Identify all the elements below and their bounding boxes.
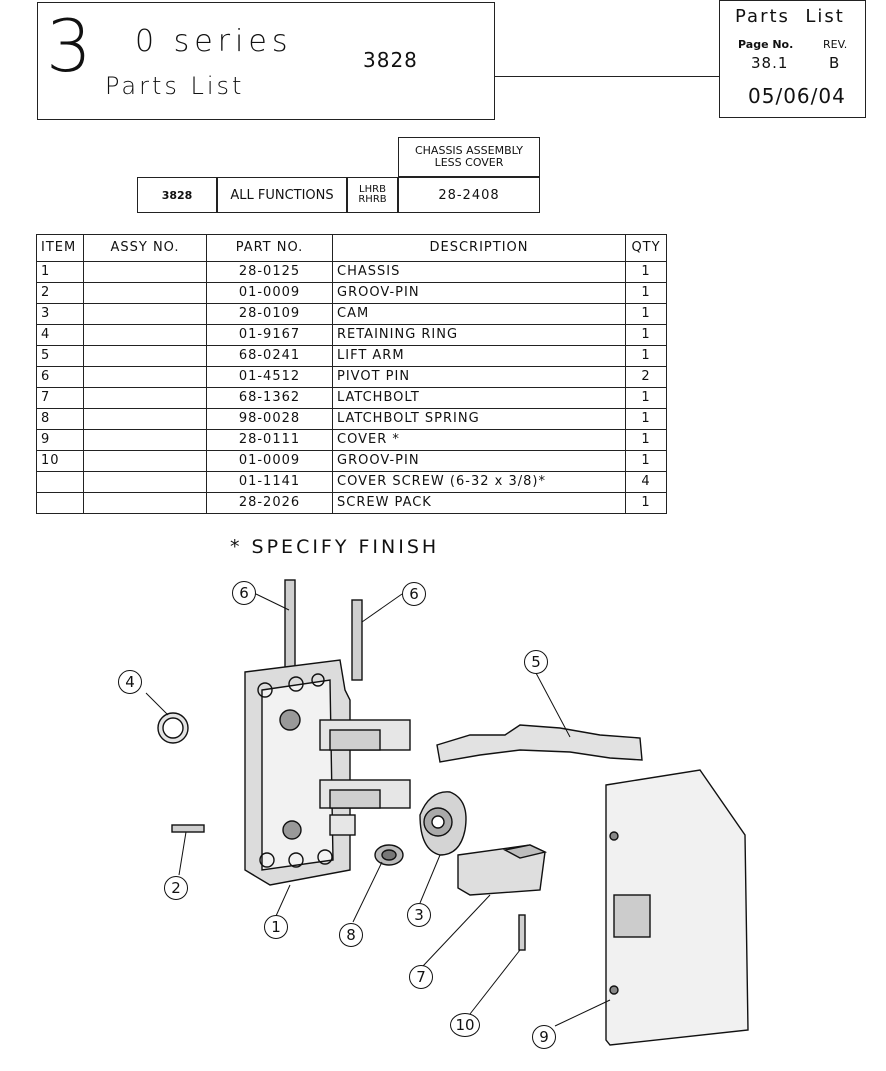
- cell-desc: SCREW PACK: [332, 492, 626, 514]
- cell-desc: CAM: [332, 303, 626, 325]
- hand-line2: RHRB: [358, 194, 387, 205]
- page-info-box: [719, 0, 866, 118]
- cell-qty: 1: [625, 387, 667, 409]
- assembly-hand-cell: LHRB RHRB: [347, 177, 398, 213]
- parts-table: ITEM ASSY NO. PART NO. DESCRIPTION QTY 1…: [36, 234, 667, 514]
- groov-pin: [171, 824, 205, 833]
- cell-part: 01-1141: [206, 471, 333, 493]
- rev-value: B: [829, 54, 840, 72]
- col-header-qty: QTY: [625, 234, 667, 262]
- revision-date: 05/06/04: [748, 84, 846, 108]
- hand-line1: LHRB: [359, 183, 386, 195]
- callout-5: 5: [524, 650, 548, 674]
- lift-arm: [436, 724, 643, 763]
- parts-list-label: Parts List: [105, 72, 245, 100]
- pivot-pin-right: [351, 599, 363, 681]
- callout-3: 3: [407, 903, 431, 927]
- page-no-label: Page No.: [738, 38, 794, 51]
- callout-9: 9: [532, 1025, 556, 1049]
- callout-7: 7: [409, 965, 433, 989]
- retaining-ring: [157, 712, 189, 744]
- cam: [419, 791, 467, 856]
- pivot-pin-left: [284, 579, 296, 676]
- series-label: 0 series: [135, 24, 293, 59]
- cell-part: 28-2026: [206, 492, 333, 514]
- specify-finish-note: * SPECIFY FINISH: [230, 536, 440, 558]
- latchbolt: [457, 844, 548, 896]
- col-header-item: ITEM: [36, 234, 84, 262]
- col-header-assy: ASSY NO.: [83, 234, 207, 262]
- assembly-function-cell: ALL FUNCTIONS: [217, 177, 347, 213]
- cover: [605, 769, 749, 1046]
- assembly-model-cell: 3828: [137, 177, 217, 213]
- callout-2: 2: [164, 876, 188, 900]
- cell-qty: 1: [625, 282, 667, 304]
- title-block: [37, 2, 495, 120]
- model-number: 3828: [363, 48, 418, 72]
- callout-1: 1: [264, 915, 288, 939]
- cell-desc: COVER SCREW (6-32 x 3/8)*: [332, 471, 626, 493]
- chassis: [244, 659, 411, 886]
- leader-lines: [145, 593, 611, 1027]
- cell-part: 28-0125: [206, 261, 333, 283]
- callout-6-right: 6: [402, 582, 426, 606]
- cell-part: 68-1362: [206, 387, 333, 409]
- callout-10: 10: [450, 1013, 480, 1037]
- assembly-part-number-cell: 28-2408: [398, 177, 540, 213]
- page-no-value: 38.1: [751, 54, 789, 72]
- connector-line: [495, 76, 719, 77]
- col-header-part: PART NO.: [206, 234, 333, 262]
- callout-6-left: 6: [232, 581, 256, 605]
- callout-4: 4: [118, 670, 142, 694]
- parts-table-header-row: ITEM ASSY NO. PART NO. DESCRIPTION QTY: [36, 234, 667, 262]
- assembly-title-line2: LESS COVER: [434, 156, 504, 169]
- page-info-title: Parts List: [735, 6, 845, 27]
- assembly-title-line1: CHASSIS ASSEMBLY: [414, 143, 524, 157]
- assembly-title-cell: CHASSIS ASSEMBLY LESS COVER: [398, 137, 540, 177]
- cell-part: 98-0028: [206, 408, 333, 430]
- cell-qty: 1: [625, 492, 667, 514]
- series-big-number: 3: [46, 4, 92, 88]
- groov-pin-small: [518, 914, 526, 951]
- rev-label: REV.: [823, 38, 848, 51]
- callout-8: 8: [339, 923, 363, 947]
- cell-part: 68-0241: [206, 345, 333, 367]
- latchbolt-spring: [374, 844, 404, 866]
